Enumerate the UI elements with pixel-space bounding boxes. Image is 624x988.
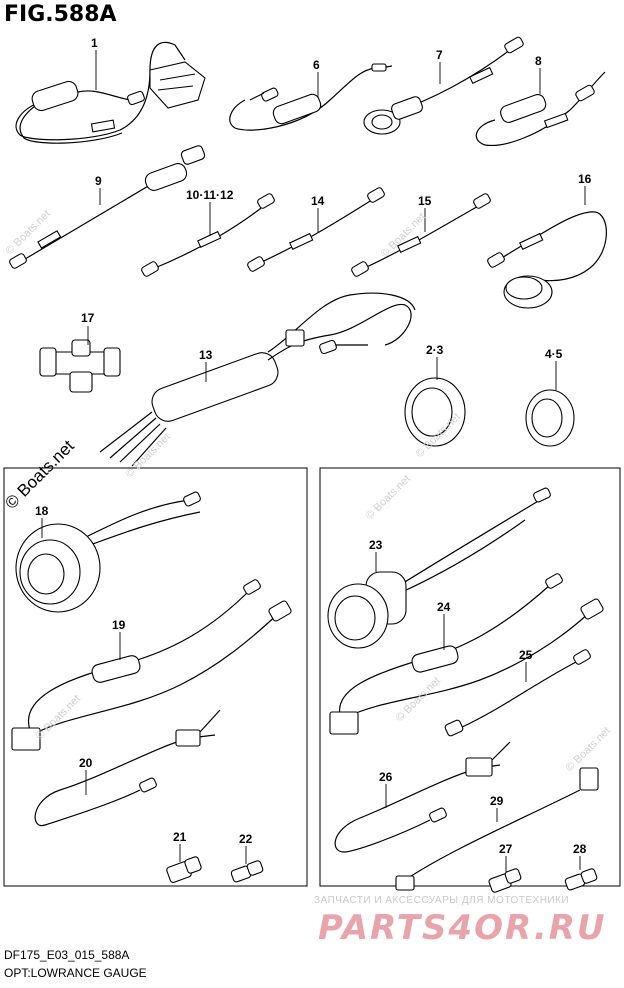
leader-lines (41, 50, 586, 872)
watermark-boats-5: © Boats.net (364, 473, 413, 522)
watermark-boats-7: © Boats.net (394, 675, 443, 724)
callout-16: 16 (578, 172, 592, 186)
callout-13: 13 (199, 348, 213, 362)
part-27-terminator[interactable] (488, 868, 522, 893)
part-26-cable[interactable] (334, 741, 511, 853)
callout-26: 26 (379, 770, 393, 784)
part-16-sensor[interactable] (487, 211, 607, 309)
part-15-cable[interactable] (351, 193, 492, 278)
part-9-cable[interactable] (9, 145, 206, 270)
callout-21: 21 (173, 830, 187, 844)
watermark-boats-large: © Boats.net (1, 436, 78, 513)
watermark-boats-1: © Boats.net (4, 208, 53, 257)
right-kit-box (319, 467, 621, 887)
watermark-boats-2: © Boats.net (379, 211, 428, 260)
part-18-gauge[interactable] (15, 491, 201, 613)
callout-1: 1 (91, 36, 98, 50)
footer-code: DF175_E03_015_588A (4, 948, 130, 962)
part-4-5-bezel[interactable] (525, 389, 575, 447)
part-21-terminator[interactable] (166, 856, 202, 883)
part-25-cable[interactable] (444, 649, 591, 737)
part-28-terminator[interactable] (564, 868, 598, 891)
left-kit-box (3, 467, 308, 887)
callout-17: 17 (81, 311, 95, 325)
part-24-harness[interactable] (329, 573, 604, 735)
callout-10-11-12: 10·11·12 (186, 188, 234, 202)
part-13-harness[interactable] (99, 292, 416, 467)
callout-20: 20 (79, 756, 93, 770)
figure-title: FIG.588A (4, 2, 117, 27)
callouts: 1 6 7 8 9 10·11·12 14 15 16 17 13 2·3 4·… (35, 36, 592, 856)
callout-6: 6 (313, 58, 320, 72)
callout-23: 23 (369, 538, 383, 552)
part-14-cable[interactable] (247, 187, 386, 273)
brand-tagline: ЗАПЧАСТИ И АКСЕССУАРЫ ДЛЯ МОТОТЕХНИКИ (314, 895, 570, 906)
part-17-t-connector[interactable] (39, 339, 121, 393)
part-6-harness[interactable] (229, 63, 393, 131)
part-10-11-12-cable[interactable] (141, 193, 276, 278)
brand-logo: PARTS4OR.RU (318, 908, 607, 948)
footer-caption: OPT:LOWRANCE GAUGE (4, 966, 147, 980)
part-20-cable[interactable] (34, 709, 221, 827)
callout-4-5: 4·5 (545, 347, 563, 361)
part-23-gauge[interactable] (327, 487, 551, 649)
callout-22: 22 (239, 832, 253, 846)
part-8-harness[interactable] (475, 71, 606, 147)
part-19-harness[interactable] (11, 579, 292, 751)
part-29-cable[interactable] (395, 767, 599, 891)
part-7-transducer[interactable] (363, 36, 524, 135)
part-22-terminator[interactable] (230, 860, 264, 883)
part-1-harness[interactable] (15, 41, 206, 144)
callout-18: 18 (35, 504, 49, 518)
callout-19: 19 (112, 618, 126, 632)
callout-29: 29 (490, 794, 504, 808)
callout-7: 7 (436, 48, 443, 62)
callout-2-3: 2·3 (426, 343, 444, 357)
callout-8: 8 (535, 54, 542, 68)
callout-25: 25 (519, 648, 533, 662)
callout-9: 9 (95, 174, 102, 188)
part-2-3-bezel[interactable] (404, 377, 466, 447)
watermark-boats-8: © Boats.net (564, 725, 613, 774)
callout-14: 14 (311, 194, 325, 208)
callout-27: 27 (499, 842, 513, 856)
callout-28: 28 (573, 842, 587, 856)
watermark-boats-3: © Boats.net (124, 431, 173, 480)
callout-15: 15 (418, 194, 432, 208)
callout-24: 24 (437, 600, 451, 614)
watermark-boats-6: © Boats.net (34, 693, 83, 742)
